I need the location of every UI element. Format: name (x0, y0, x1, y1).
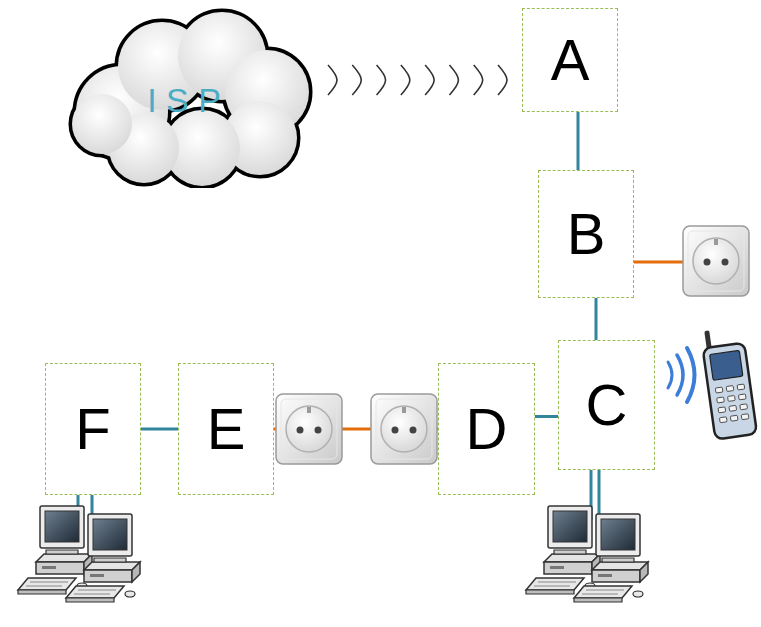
cable-link (141, 428, 178, 431)
device-letter: C (586, 373, 628, 437)
wireless-link (328, 65, 507, 95)
cable-link (577, 112, 580, 170)
power-socket (276, 394, 342, 464)
network-device-box: B (538, 170, 634, 298)
device-letter: A (551, 28, 590, 92)
power-socket (371, 394, 437, 464)
network-device-box: E (178, 363, 274, 495)
network-device-box: D (438, 363, 535, 495)
computers (18, 506, 140, 602)
lan-cable (598, 470, 601, 520)
cloud-label: I S P (147, 82, 221, 119)
lan-cable (91, 495, 94, 515)
device-letter: D (466, 397, 508, 461)
cable-link (535, 415, 558, 418)
mobile-phone (700, 326, 757, 440)
network-device-box: F (45, 363, 141, 495)
network-device-box: C (558, 340, 655, 470)
computers (526, 506, 648, 602)
link-cables (78, 262, 684, 520)
device-letter: B (567, 202, 606, 266)
wifi-waves (668, 348, 695, 402)
network-device-box: A (522, 8, 618, 112)
power-socket (683, 226, 749, 296)
cable-link (595, 298, 598, 340)
device-letter: E (207, 397, 246, 461)
isp-cloud: I S P (62, 4, 320, 188)
powerline-cable (634, 261, 684, 264)
device-letter: F (75, 397, 110, 461)
